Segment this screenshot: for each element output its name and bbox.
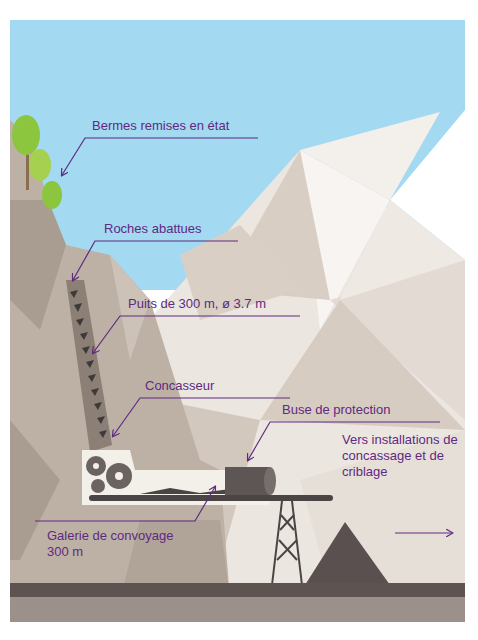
ground [10, 583, 465, 597]
stockpile [305, 522, 390, 585]
part-label: Galerie de convoyage 300 m [47, 528, 197, 560]
part-label: Bermes remises en état [92, 118, 229, 134]
conveyor-belt [92, 495, 330, 501]
part-label: Puits de 300 m, ø 3.7 m [128, 296, 266, 312]
ground-base [10, 597, 465, 622]
part-label: Roches abattues [104, 221, 202, 237]
protection-pipe [225, 467, 276, 495]
crusher [86, 456, 132, 493]
part-label: Buse de protection [282, 402, 390, 418]
shaft [66, 280, 112, 452]
leader-lines [35, 138, 452, 533]
trees [12, 115, 62, 209]
left-cliff [10, 120, 230, 600]
falling-rocks [70, 290, 107, 438]
part-label: Concasseur [145, 378, 214, 394]
part-label: Vers installations de concassage et de c… [342, 432, 467, 480]
support-tower [272, 501, 302, 585]
